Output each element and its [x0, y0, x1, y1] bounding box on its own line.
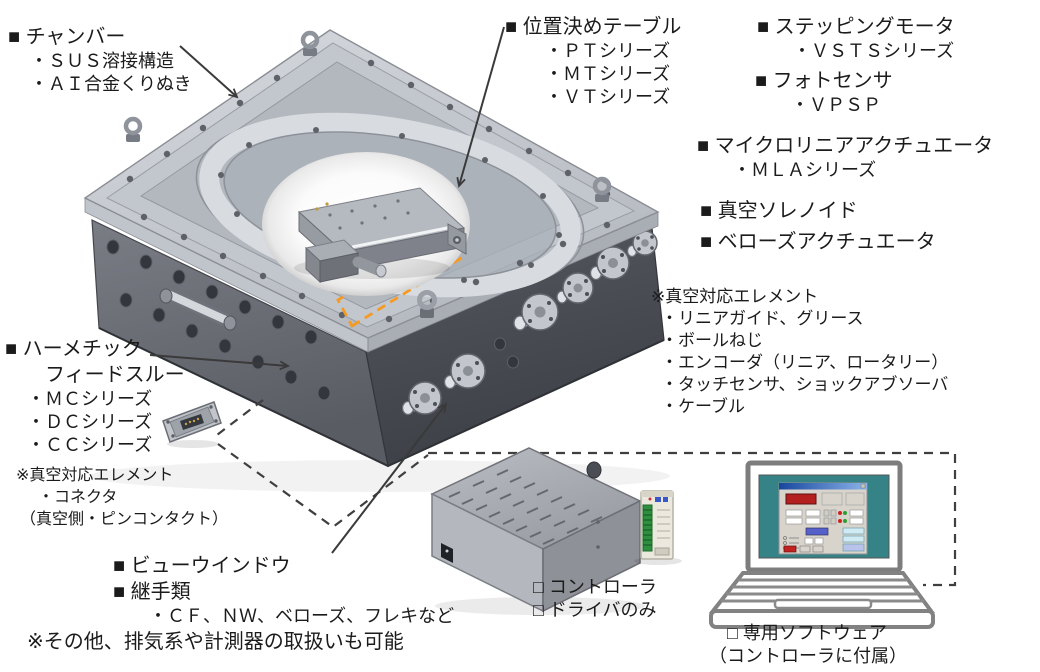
micro-linear-actuator-title: ■ マイクロリニアアクチュエータ: [697, 135, 994, 157]
note-other: ※その他、排気系や計測器の取扱いも可能: [27, 631, 404, 653]
stage-motor: [304, 239, 387, 284]
micro-linear-actuator-bullet: ・ＭＬＡシリーズ: [733, 160, 877, 180]
software-window: [778, 482, 868, 555]
dash-chamber-to-connector: [212, 399, 264, 439]
callout-arrows: [149, 26, 505, 554]
dash-equipment-box: [428, 451, 957, 587]
positioning-table-bullet: ・ＰＴシリーズ: [545, 41, 671, 61]
positioning-table-bullet: ・ＭＴシリーズ: [545, 64, 671, 84]
software-line: □ 専用ソフトウェア: [727, 623, 887, 643]
lid-bolts: [126, 49, 611, 323]
controller-label: □ コントローラ □ ドライバのみ: [533, 576, 657, 622]
vacuum-solenoid-label: ■ 真空ソレノイド: [700, 200, 858, 222]
photo-sensor-label: ■ フォトセンサ ・ＶＰＳＰ: [755, 68, 893, 117]
magnifier-inset: [262, 152, 470, 296]
view-window-title: ■ ビューウインドウ: [113, 555, 291, 577]
view-window-fittings-label: ■ ビューウインドウ ■ 継手類 ・ＣＦ、ＮＷ、ベローズ、フレキなど: [113, 553, 454, 628]
vacuum-elements-right-title: ※真空対応エレメント: [651, 287, 819, 306]
vacuum-elements-right-label: ※真空対応エレメント ・リニアガイド、グリース ・ボールねじ ・エンコーダ（リニ…: [651, 286, 948, 418]
chamber-bullet: ・ＡＩ合金くりぬき: [30, 74, 192, 94]
vacuum-elements-right-bullet: ・タッチセンサ、ショックアブソーバ: [661, 375, 949, 394]
positioning-stage: [294, 187, 467, 284]
vacuum-elements-left-bullet: ・コネクタ: [38, 489, 118, 506]
photo-sensor-bullet: ・ＶＰＳＰ: [791, 95, 881, 115]
vent-slats: [448, 469, 603, 545]
vacuum-elements-left-label: ※真空対応エレメント ・コネクタ （真空側・ピンコンタクト）: [16, 465, 228, 531]
stepping-motor-title: ■ ステッピングモータ: [757, 16, 955, 38]
controller-line: □ ドライバのみ: [533, 600, 657, 620]
positioning-table-label: ■ 位置決めテーブル ・ＰＴシリーズ ・ＭＴシリーズ ・ＶＴシリーズ: [505, 14, 681, 109]
eyebolts: [123, 30, 612, 318]
photo-sensor-title: ■ フォトセンサ: [755, 70, 893, 92]
feedthrough-connector: [162, 401, 222, 448]
hermetic-feedthrough-bullet: ・ＣＣシリーズ: [27, 435, 153, 455]
chamber-title: ■ チャンバー: [8, 26, 126, 48]
driver-module: [634, 490, 682, 565]
laptop-base: [709, 609, 935, 629]
touchpad: [773, 598, 873, 610]
dashed-connectors: [212, 399, 957, 587]
positioning-table-title: ■ 位置決めテーブル: [505, 16, 682, 38]
vacuum-elements-left-title: ※真空対応エレメント: [16, 467, 174, 484]
positioning-table-bullet: ・ＶＴシリーズ: [545, 87, 671, 107]
chamber-bullet: ・ＳＵＳ溶接構造: [30, 51, 174, 71]
power-switch: [441, 543, 453, 563]
flanges: [401, 230, 658, 416]
hermetic-feedthrough-title2: フィードスルー: [45, 364, 185, 386]
hermetic-feedthrough-bullet: ・ＭＣシリーズ: [27, 389, 153, 409]
controller-line: □ コントローラ: [533, 577, 657, 597]
fittings-title: ■ 継手類: [113, 581, 191, 603]
stepping-motor-label: ■ ステッピングモータ ・ＶＳＴＳシリーズ: [757, 14, 955, 63]
hermetic-feedthrough-title: ■ ハーメチック: [5, 338, 142, 360]
arrow-chamber: [179, 45, 239, 99]
controller-box: [430, 447, 645, 615]
laptop-keyboard: [708, 571, 935, 613]
hermetic-feedthrough-bullet: ・ＤＣシリーズ: [27, 412, 153, 432]
bellows-actuator-label: ■ ベローズアクチュエータ: [700, 231, 936, 253]
arrow-positioning-table: [456, 26, 505, 188]
software-label: □ 専用ソフトウェア （コントローラに付属）: [709, 622, 907, 668]
laptop: [708, 460, 935, 629]
chamber-label: ■ チャンバー ・ＳＵＳ溶接構造 ・ＡＩ合金くりぬき: [8, 24, 192, 96]
vacuum-elements-right-bullet: ・ケーブル: [661, 397, 745, 416]
port-plugs: [106, 239, 519, 401]
arrow-hermetic: [149, 354, 291, 371]
vacuum-elements-left-bullet: （真空側・ピンコンタクト）: [20, 511, 229, 528]
vacuum-elements-right-bullet: ・ボールねじ: [661, 331, 763, 350]
vacuum-elements-right-bullet: ・エンコーダ（リニア、ロータリー）: [661, 353, 949, 372]
vacuum-elements-right-bullet: ・リニアガイド、グリース: [661, 309, 864, 328]
terminal-block: [642, 504, 653, 552]
handle: [159, 287, 237, 331]
micro-linear-actuator-label: ■ マイクロリニアアクチュエータ ・ＭＬＡシリーズ: [697, 133, 993, 182]
stepping-motor-bullet: ・ＶＳＴＳシリーズ: [793, 41, 955, 61]
zoom-region-highlight: [336, 229, 465, 328]
arrow-view-window: [331, 402, 448, 554]
fittings-bullet: ・ＣＦ、ＮＷ、ベローズ、フレキなど: [149, 606, 455, 626]
software-line: （コントローラに付属）: [709, 646, 907, 666]
hermetic-feedthrough-label: ■ ハーメチック フィードスルー ・ＭＣシリーズ ・ＤＣシリーズ ・ＣＣシリーズ: [5, 336, 185, 457]
